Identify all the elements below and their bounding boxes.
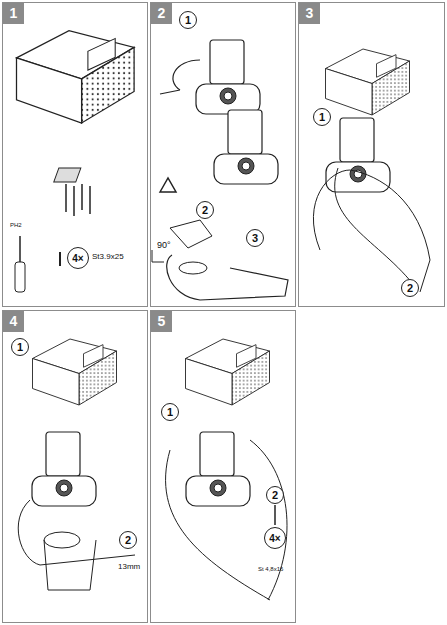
step1-art bbox=[15, 31, 134, 292]
step-panel: 4 1 2 bbox=[2, 310, 148, 623]
callout-circle: 1 bbox=[11, 338, 29, 356]
callout-number: 4× bbox=[269, 533, 280, 544]
step-number: 5 bbox=[151, 311, 172, 332]
spec-label: St 4,8x16 bbox=[258, 566, 283, 572]
callout-circle: 4× bbox=[67, 247, 89, 269]
step-number: 2 bbox=[151, 3, 172, 24]
callout-number: 2 bbox=[407, 282, 413, 294]
callout-circle: 2 bbox=[196, 201, 214, 219]
spec-label: PH2 bbox=[10, 222, 22, 228]
step-number: 4 bbox=[3, 311, 24, 332]
callout-number: 3 bbox=[252, 232, 258, 244]
callout-number: 2 bbox=[202, 204, 208, 216]
callout-circle: 1 bbox=[179, 11, 197, 29]
step2-art bbox=[152, 40, 288, 300]
callout-number: 1 bbox=[167, 406, 173, 418]
callout-circle: 2 bbox=[119, 531, 137, 549]
step-panel: 3 1 2 bbox=[298, 2, 445, 307]
step5-art bbox=[166, 339, 287, 600]
callout-number: 1 bbox=[319, 111, 325, 123]
callout-circle: 1 bbox=[313, 108, 331, 126]
callout-circle: 2 bbox=[401, 279, 419, 297]
callout-number: 1 bbox=[185, 14, 191, 26]
callout-number: 4× bbox=[72, 253, 83, 264]
callout-circle: 3 bbox=[246, 229, 264, 247]
callout-number: 1 bbox=[17, 341, 23, 353]
step-panel: 5 1 2 4× bbox=[150, 310, 296, 623]
callout-number: 2 bbox=[272, 489, 278, 501]
step3-art bbox=[313, 49, 430, 292]
step-number: 3 bbox=[299, 3, 320, 24]
callout-number: 2 bbox=[125, 534, 131, 546]
callout-circle: 2 bbox=[266, 486, 284, 504]
spec-label: St3.9x25 bbox=[92, 252, 124, 261]
step-panel: 2 1 2 3 bbox=[150, 2, 296, 307]
step4-art bbox=[18, 339, 135, 590]
step-panel: 1 4× bbox=[2, 2, 148, 307]
step-number: 1 bbox=[3, 3, 24, 24]
callout-circle: 1 bbox=[161, 403, 179, 421]
spec-label: 90° bbox=[157, 240, 171, 250]
spec-label: 13mm bbox=[118, 562, 140, 571]
callout-circle: 4× bbox=[264, 527, 286, 549]
